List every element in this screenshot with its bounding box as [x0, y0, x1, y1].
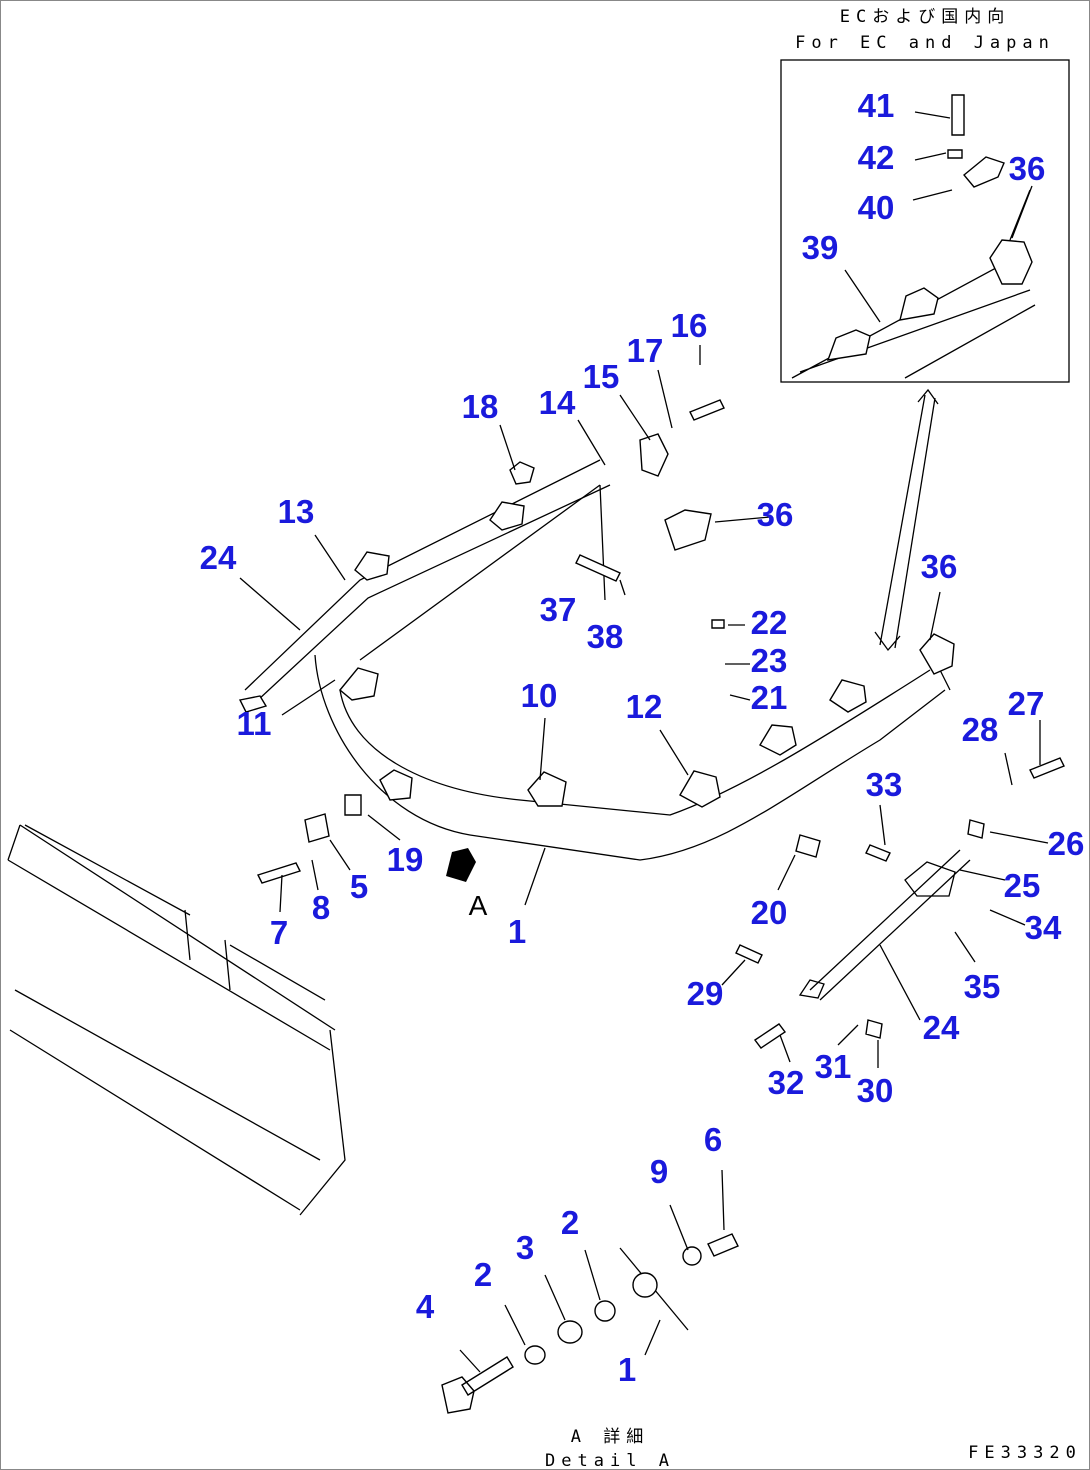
callout-label: 24	[200, 539, 237, 576]
callout-label: 27	[1008, 685, 1045, 722]
callout-label: 37	[540, 591, 577, 628]
inset-box	[780, 59, 1070, 383]
callout-label: 21	[751, 679, 788, 716]
callout-label: 42	[858, 139, 895, 176]
callout-label: 29	[687, 975, 724, 1012]
reference-arrow	[874, 388, 939, 652]
callout-label: 8	[312, 889, 330, 926]
inset-title-en: For EC and Japan	[795, 33, 1055, 53]
callout-label: 39	[802, 229, 839, 266]
callout-label: 5	[350, 868, 368, 905]
callout-label: 31	[815, 1048, 852, 1085]
view-arrow-a: A	[446, 848, 488, 921]
callout-label: 30	[857, 1072, 894, 1109]
callout-label: 1	[618, 1351, 636, 1388]
callout-label: 17	[627, 332, 664, 369]
callout-label: 16	[671, 307, 708, 344]
callout-label: 22	[751, 604, 788, 641]
detail-a-drawing	[441, 1169, 739, 1414]
callout-label: 6	[704, 1121, 722, 1158]
callout-label: 36	[921, 548, 958, 585]
callout-label: 26	[1048, 825, 1085, 862]
detail-title-en: Detail A	[545, 1451, 675, 1470]
callout-label: 1	[508, 913, 526, 950]
callout-label: 40	[858, 189, 895, 226]
callout-label: 25	[1004, 867, 1041, 904]
callout-label: 36	[1009, 150, 1046, 187]
callout-labels: 41 42 40 36 39 16 17 15 14 18 13 24 36 3…	[200, 87, 1085, 1388]
callout-label: 41	[858, 87, 895, 124]
callout-label: 38	[587, 618, 624, 655]
callout-label: 20	[751, 894, 788, 931]
callout-label: 10	[521, 677, 558, 714]
inset-title-jp: ECおよび国内向	[840, 7, 1010, 27]
callout-label: 7	[270, 914, 288, 951]
blade-drawing	[7, 824, 346, 1216]
callout-label: 33	[866, 766, 903, 803]
callout-label: 3	[516, 1229, 534, 1266]
callout-label: 35	[964, 968, 1001, 1005]
callout-label: 2	[561, 1204, 579, 1241]
callout-label: 32	[768, 1064, 805, 1101]
view-marker-label: A	[469, 890, 488, 921]
callout-label: 28	[962, 711, 999, 748]
callout-label: 11	[237, 705, 272, 742]
main-frame-drawing	[238, 399, 1065, 1049]
callout-label: 19	[387, 841, 424, 878]
callout-label: 2	[474, 1256, 492, 1293]
drawing-number: FE33320	[968, 1443, 1082, 1463]
callout-label: 13	[278, 493, 315, 530]
callout-label: 14	[539, 384, 576, 421]
leader-lines	[239, 189, 1049, 1068]
callout-label: 15	[583, 358, 620, 395]
callout-label: 4	[416, 1288, 435, 1325]
callout-label: 34	[1025, 909, 1062, 946]
callout-label: 24	[923, 1009, 960, 1046]
detail-title-jp: A 詳細	[571, 1427, 649, 1447]
callout-label: 12	[626, 688, 663, 725]
callout-label: 23	[751, 642, 788, 679]
callout-label: 36	[757, 496, 794, 533]
callout-label: 18	[462, 388, 499, 425]
callout-label: 9	[650, 1153, 668, 1190]
inset-drawing	[791, 94, 1036, 379]
